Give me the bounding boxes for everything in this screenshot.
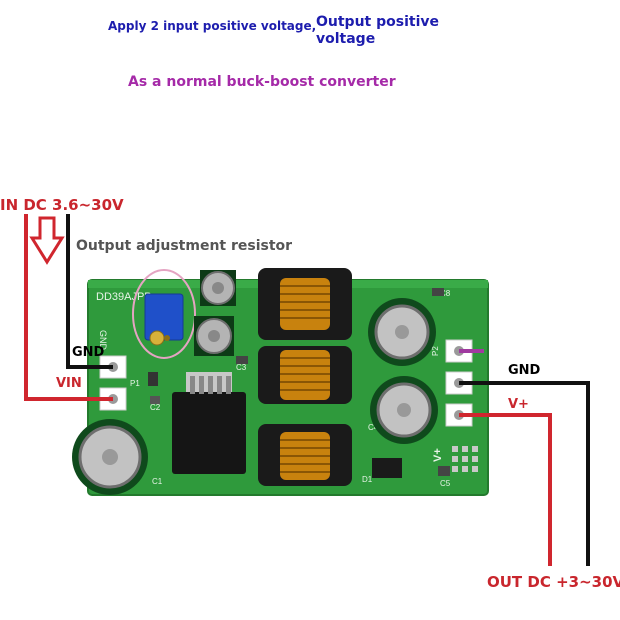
- smd-c8: [432, 288, 444, 296]
- board-vplus-text: V+: [432, 448, 444, 462]
- input-vin-wire: [24, 214, 113, 401]
- small-capacitor-1: [200, 270, 236, 306]
- input-vin-label: VIN: [56, 376, 82, 391]
- potentiometer: [144, 293, 184, 341]
- output-vplus-wire: [459, 413, 552, 566]
- smd-c3: [236, 356, 248, 364]
- input-arrow: [29, 216, 65, 265]
- output-vplus-label: V+: [508, 397, 529, 412]
- output-gnd-wire: [459, 381, 590, 566]
- board-c5-text: C5: [440, 479, 451, 488]
- header-pins: [452, 446, 478, 472]
- smd-diode: [372, 458, 402, 478]
- board-model-text: DD39AJPB: [96, 291, 152, 303]
- smd-p1-part: [148, 372, 158, 386]
- board-c1-text: C1: [152, 477, 163, 486]
- header-buck-boost: As a normal buck-boost converter: [128, 74, 396, 90]
- inductor-bottom: [258, 424, 352, 486]
- adjustment-resistor-label: Output adjustment resistor: [76, 238, 293, 254]
- board-c4-text: C4: [368, 423, 379, 432]
- header-output-positive: Output positive voltage: [316, 14, 439, 47]
- output-gnd-label: GND: [508, 363, 541, 378]
- small-capacitor-2: [194, 316, 234, 356]
- adjust-highlight-circle: [132, 269, 196, 359]
- board-p1-text: P1: [130, 379, 140, 388]
- board-d1-text: D1: [362, 475, 373, 484]
- board-c3-text: C3: [236, 363, 247, 372]
- board-c2-text: C2: [150, 403, 161, 412]
- output-capacitor-1: [368, 298, 436, 366]
- smd-c2: [150, 396, 160, 404]
- input-voltage-label: IN DC 3.6~30V: [0, 196, 124, 214]
- input-gnd-label: GND: [72, 345, 105, 360]
- board-gnd-text: GND: [98, 330, 108, 351]
- inductor-middle: [258, 346, 352, 404]
- header-apply-input: Apply 2 input positive voltage,: [108, 19, 317, 33]
- board-c8-text: C8: [440, 289, 451, 298]
- regulator-ic: [172, 372, 246, 474]
- board-p2-text: P2: [431, 346, 440, 356]
- output-capacitor-2: [370, 376, 438, 444]
- smd-c5: [438, 466, 450, 476]
- inductor-top: [258, 268, 352, 340]
- output-voltage-label: OUT DC +3~30V: [487, 573, 620, 591]
- input-capacitor: [72, 419, 148, 495]
- input-gnd-wire: [66, 214, 113, 369]
